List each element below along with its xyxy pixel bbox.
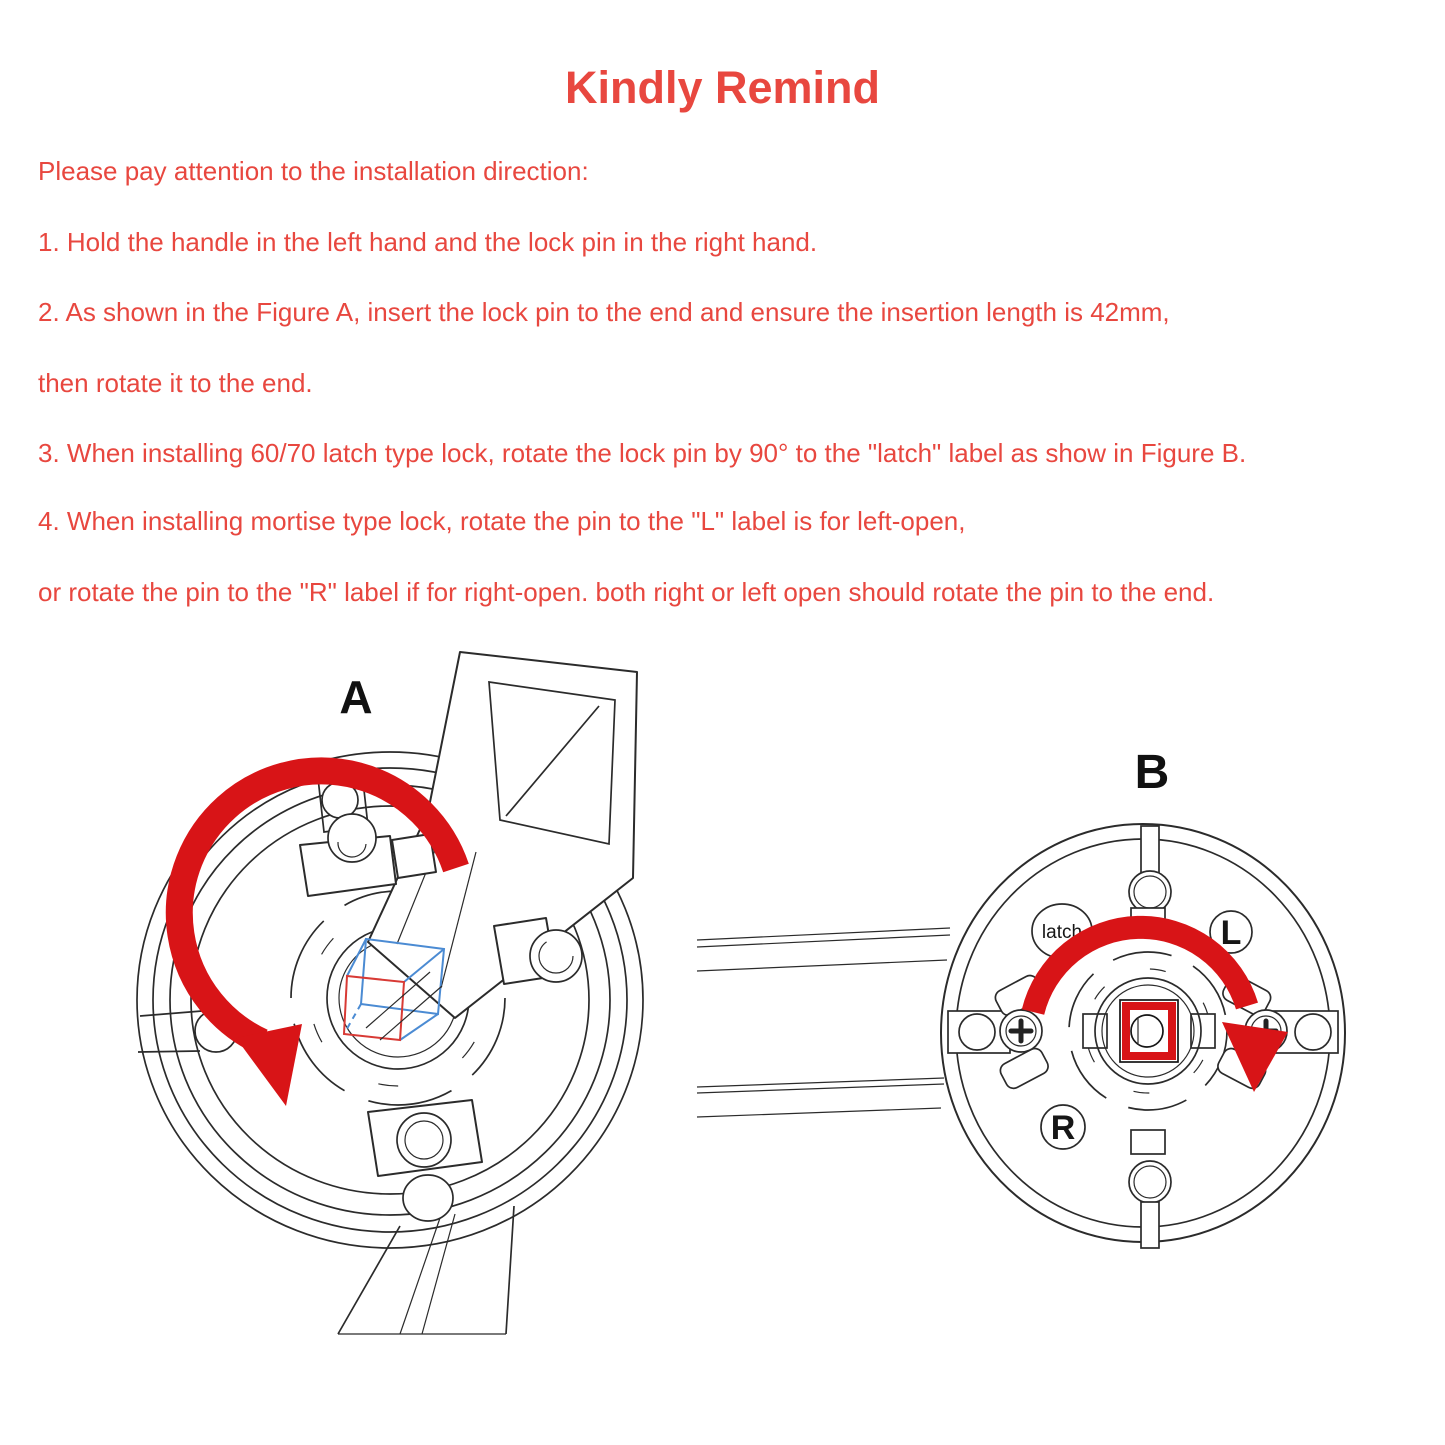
right-open-badge: R <box>1040 1104 1086 1150</box>
right-open-badge-label: R <box>1051 1109 1076 1147</box>
spindle-cube-icon <box>342 937 446 1042</box>
top-tab-b <box>1128 825 1172 914</box>
lever-b <box>696 927 951 1118</box>
figure-b-diagram: B <box>696 746 1346 1249</box>
instruction-intro: Please pay attention to the installation… <box>38 156 589 186</box>
instruction-line-2-cont: then rotate it to the end. <box>38 368 313 398</box>
handle-lever-a <box>367 651 638 1019</box>
instruction-line-4-cont: or rotate the pin to the "R" label if fo… <box>38 577 1215 607</box>
left-open-badge-label: L <box>1221 914 1242 952</box>
phillips-screw-icon <box>1008 1018 1034 1044</box>
spindle-hole-b <box>1119 999 1179 1063</box>
left-open-badge: L <box>1209 910 1253 954</box>
right-screw-mount-a <box>493 917 583 985</box>
instruction-line-1: 1. Hold the handle in the left hand and … <box>38 227 818 257</box>
page-title: Kindly Remind <box>564 62 881 113</box>
figure-b-label: B <box>1135 746 1170 799</box>
bottom-screw-mount-a <box>367 1099 483 1222</box>
figure-a-diagram: A <box>136 651 644 1335</box>
ccw-rotation-arrow-icon <box>165 757 469 1106</box>
instruction-line-4: 4. When installing mortise type lock, ro… <box>38 506 966 536</box>
handle-shaft-a <box>337 1205 515 1335</box>
cw-rotation-arrow-icon <box>1021 915 1288 1092</box>
instruction-line-3: 3. When installing 60/70 latch type lock… <box>38 438 1247 468</box>
bottom-tab-b <box>1128 1160 1172 1249</box>
top-screw-mount-a <box>299 771 437 897</box>
instruction-line-2: 2. As shown in the Figure A, insert the … <box>38 297 1170 327</box>
figure-a-label: A <box>339 671 372 723</box>
